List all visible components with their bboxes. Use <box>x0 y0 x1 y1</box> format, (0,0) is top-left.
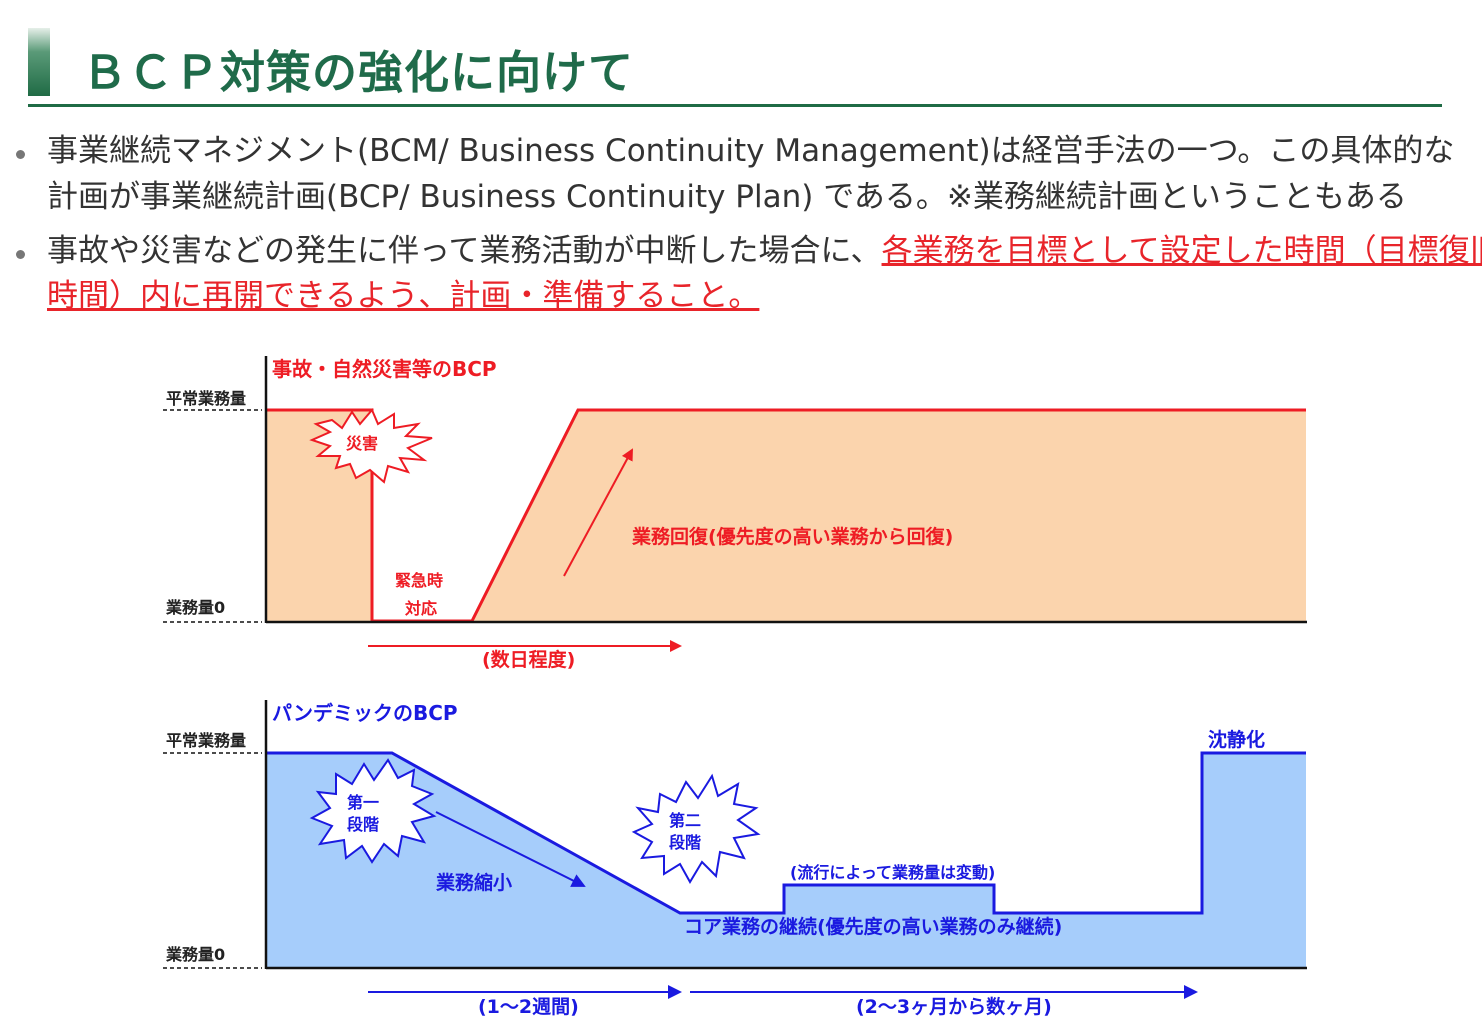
disaster-diagram-title: 事故・自然災害等のBCP <box>272 357 497 381</box>
emergency-label-1: 緊急時 <box>395 571 443 590</box>
pandemic-diagram-title: パンデミックのBCP <box>272 701 458 725</box>
pandemic-label-normal: 平常業務量 <box>166 731 246 750</box>
bullet-1-line-1: 事業継続マネジメント(BCM/ Business Continuity Mana… <box>47 133 1455 169</box>
stage2-label-1: 第二 <box>669 811 701 830</box>
disaster-recovery-area <box>472 410 1306 622</box>
title-underline <box>28 104 1442 107</box>
pandemic-label-zero: 業務量0 <box>165 945 225 964</box>
shrink-arrow <box>435 811 586 887</box>
bullet-dot-2 <box>16 250 25 259</box>
stage2-label-2: 段階 <box>669 833 701 852</box>
bullet-2-line-2: 時間）内に再開できるよう、計画・準備すること。 <box>47 276 759 316</box>
pandemic-duration-label-1: (1～2週間) <box>478 996 579 1018</box>
pandemic-workload-line <box>266 751 1306 915</box>
disaster-duration-label: (数日程度) <box>482 648 575 671</box>
emergency-label-2: 対応 <box>404 599 437 618</box>
bullet-1-line-2: 計画が事業継続計画(BCP/ Business Continuity Plan)… <box>47 179 1407 215</box>
bullet-2-highlight-2: 時間）内に再開できるよう、計画・準備すること。 <box>47 278 760 314</box>
stage2-burst-icon <box>631 773 761 884</box>
page-title: ＢＣＰ対策の強化に向けて <box>82 46 635 99</box>
disaster-bcp-diagram: 事故・自然災害等のBCP 平常業務量 業務量0 災害 緊急時 対応 業務回復(優… <box>163 356 1307 671</box>
disaster-burst-label: 災害 <box>346 434 378 453</box>
variation-label: (流行によって業務量は変動) <box>790 863 995 882</box>
core-continuation-label: コア業務の継続(優先度の高い業務のみ継続) <box>684 915 1062 938</box>
calm-label: 沈静化 <box>1208 728 1265 751</box>
bullet-2-line-1: 事故や災害などの発生に伴って業務活動が中断した場合に、各業務を目標として設定した… <box>47 231 1482 271</box>
stage1-burst-icon <box>309 758 437 864</box>
bullet-2-plain-text: 事故や災害などの発生に伴って業務活動が中断した場合に、 <box>47 233 882 269</box>
disaster-burst-icon <box>309 408 433 484</box>
bullet-dot-1 <box>16 150 25 159</box>
pandemic-duration-label-2: (2～3ヶ月から数ヶ月) <box>856 995 1052 1018</box>
stage1-label-2: 段階 <box>347 815 379 834</box>
disaster-label-zero: 業務量0 <box>165 598 225 617</box>
recovery-label: 業務回復(優先度の高い業務から回復) <box>631 525 953 548</box>
shrink-label: 業務縮小 <box>435 871 512 894</box>
stage1-label-1: 第一 <box>347 793 379 812</box>
bullet-2-highlight-1: 各業務を目標として設定した時間（目標復旧 <box>881 233 1482 269</box>
recovery-arrow <box>563 448 633 577</box>
disaster-label-normal: 平常業務量 <box>166 389 246 408</box>
title-accent-bar <box>28 28 50 96</box>
pandemic-bcp-diagram: パンデミックのBCP 平常業務量 業務量0 第一 段階 第二 段階 業務縮小 (… <box>163 700 1307 1018</box>
